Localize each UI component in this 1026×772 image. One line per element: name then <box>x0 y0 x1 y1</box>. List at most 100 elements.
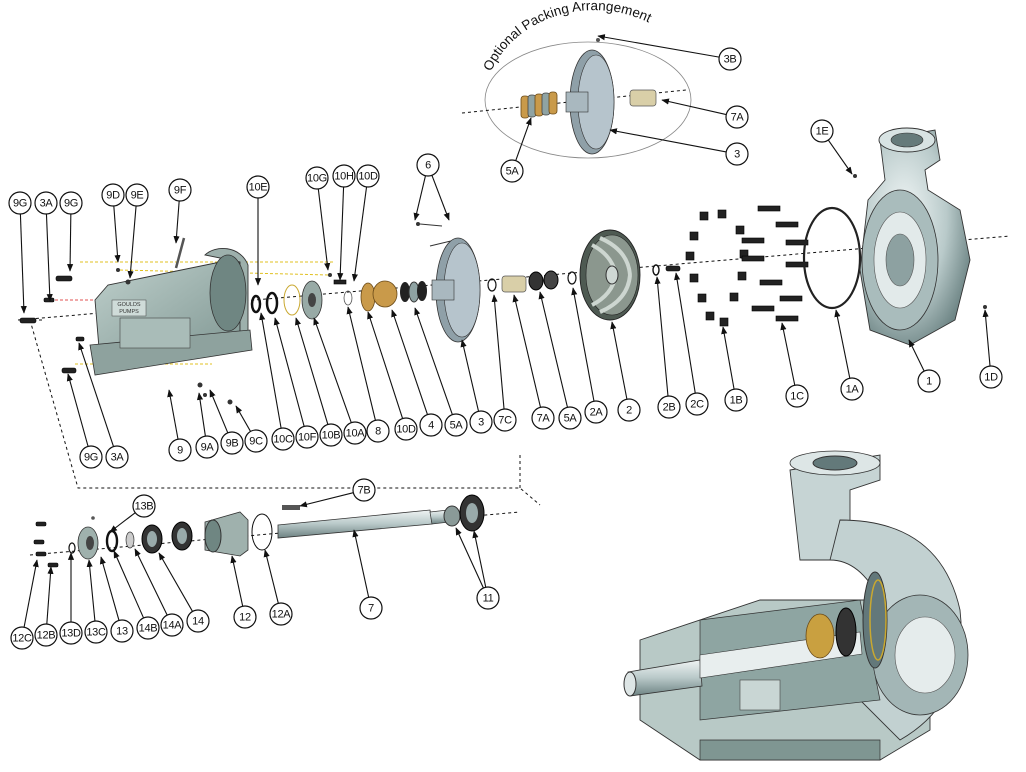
packing-title: Optional Packing Arrangement <box>480 0 654 73</box>
callout-bubble <box>657 395 681 419</box>
callout-bubble <box>444 413 468 437</box>
callout-13D: 13D <box>59 552 83 645</box>
callout-3A-b: 3A <box>78 342 129 469</box>
callout-label: 5A <box>506 166 520 178</box>
callout-3A-a: 3A <box>34 191 58 302</box>
callout-leader <box>167 389 179 440</box>
callout-14: 14 <box>158 552 210 633</box>
callout-leader <box>538 291 568 408</box>
callout-3B: 3B <box>597 34 742 71</box>
callout-bubble <box>79 445 103 469</box>
callout-7B: 7B <box>299 478 376 508</box>
callout-9C: 9C <box>235 405 268 453</box>
callout-bubble <box>105 445 129 469</box>
callout-leader <box>337 186 345 281</box>
callout-label: 2C <box>690 399 704 411</box>
callout-bubble <box>168 438 192 462</box>
callout-bubble <box>10 626 34 650</box>
callout-label: 10D <box>358 171 378 183</box>
callout-9A: 9A <box>195 392 219 459</box>
callout-1: 1 <box>908 339 941 393</box>
callout-bubble <box>469 410 493 434</box>
callout-label: 1A <box>846 384 860 396</box>
callout-leader <box>609 128 727 153</box>
cutaway-assembly-view <box>623 450 969 761</box>
callout-bubble <box>34 191 58 215</box>
callout-label: 9G <box>13 198 27 210</box>
callout-1E: 1E <box>810 119 853 175</box>
callout-leader <box>491 294 505 410</box>
callout-label: 12 <box>239 612 251 624</box>
callout-2C: 2C <box>674 272 709 416</box>
callout-bubble <box>34 623 58 647</box>
callout-11: 11 <box>455 527 500 610</box>
callout-bubble <box>617 398 641 422</box>
callout-leader <box>66 373 89 447</box>
callout-6: 6 <box>413 153 450 221</box>
callout-label: 14A <box>163 620 183 632</box>
callout-leader <box>455 527 484 589</box>
callout-bubble <box>840 377 864 401</box>
callout-bubble <box>366 419 390 443</box>
callout-10A: 10A <box>313 317 367 445</box>
callout-label: 7 <box>368 603 374 615</box>
callout-9G-a: 9G <box>8 191 32 314</box>
callout-9: 9 <box>167 389 192 462</box>
callout-bubble <box>584 400 608 424</box>
callout-bubble <box>195 435 219 459</box>
callout-label: 9 <box>177 445 183 457</box>
callout-label: 12A <box>272 609 292 621</box>
callout-leader <box>209 389 229 434</box>
callout-label: 1 <box>926 376 932 388</box>
callout-1A: 1A <box>834 309 864 401</box>
callout-bubble <box>101 183 125 207</box>
callout-1B: 1B <box>721 326 748 412</box>
callout-leader <box>721 326 735 390</box>
callout-leader <box>597 34 720 58</box>
callout-7A-top: 7A <box>661 98 749 129</box>
impeller <box>579 229 641 321</box>
callout-leader <box>113 550 145 619</box>
callout-leader <box>391 309 428 415</box>
callout-bubble <box>394 417 418 441</box>
callout-10F: 10F <box>273 317 319 449</box>
callout-bubble <box>493 408 517 432</box>
callout-leader <box>45 213 53 302</box>
callout-label: 12C <box>12 633 32 645</box>
callout-label: 10A <box>346 428 366 440</box>
callout-label: 5A <box>450 420 464 432</box>
callout-label: 9E <box>131 190 144 202</box>
callout-bubble <box>271 427 295 451</box>
callout-2B: 2B <box>654 276 681 419</box>
callout-bubble <box>531 406 555 430</box>
callout-bubble <box>917 369 941 393</box>
callout-leader <box>259 312 282 429</box>
callout-label: 10H <box>334 171 354 183</box>
callout-leader <box>273 317 305 427</box>
callout-7C: 7C <box>491 294 517 432</box>
callout-5A-b: 5A <box>538 291 582 430</box>
callout-leader <box>295 317 329 425</box>
callout-label: 9F <box>174 185 187 197</box>
callout-bubble <box>332 164 356 188</box>
callout-bubble <box>979 365 1003 389</box>
callout-7A: 7A <box>512 294 555 430</box>
callout-bubble <box>419 413 443 437</box>
callout-label: 3B <box>724 54 737 66</box>
callout-12B: 12B <box>34 566 58 647</box>
callout-label: 5A <box>564 413 578 425</box>
callout-label: 6 <box>425 160 431 172</box>
callout-leader <box>512 294 542 408</box>
callout-bubble <box>500 159 524 183</box>
callout-label: 1D <box>984 372 998 384</box>
optional-packing-group: Optional Packing Arrangement <box>461 0 692 159</box>
callout-label: 13 <box>116 626 128 638</box>
callout-bubble <box>319 423 343 447</box>
callout-bubble <box>476 586 500 610</box>
callout-10G: 10G <box>305 166 331 271</box>
callout-leader <box>834 309 851 379</box>
callout-leader <box>109 512 136 533</box>
callout-label: 7B <box>358 485 371 497</box>
bearing-frame: GOULDS PUMPS <box>89 237 253 376</box>
main-axis <box>17 235 1011 321</box>
